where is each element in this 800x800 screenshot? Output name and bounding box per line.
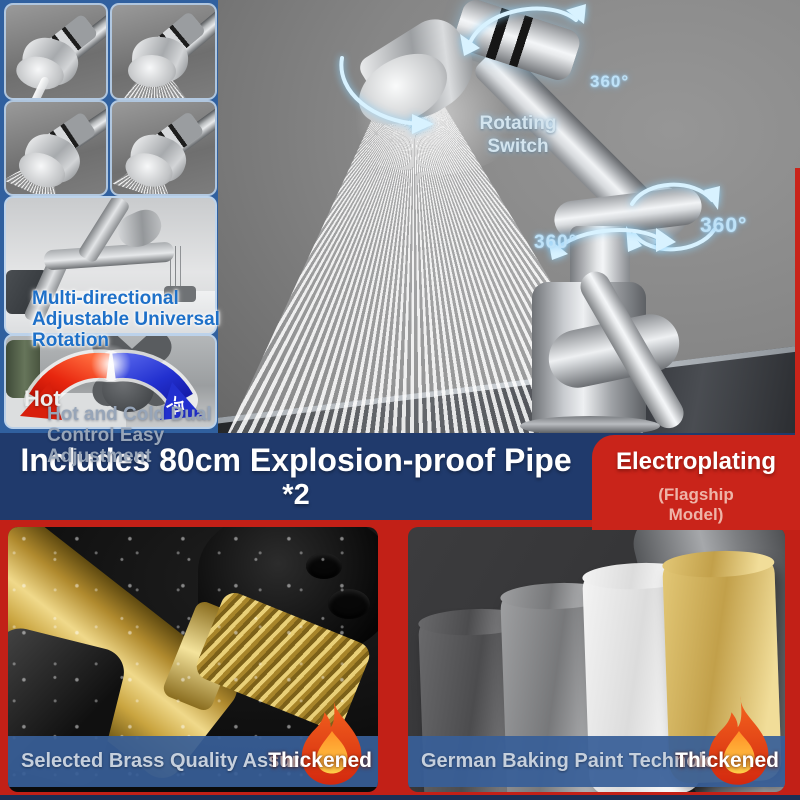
rotation-caption-line3: Rotation (32, 330, 110, 351)
banner-line2: *2 (282, 478, 310, 511)
rotation-arrow-icon (626, 182, 720, 252)
rotation-arrow-icon (548, 228, 676, 260)
mini-faucet-arm (43, 241, 175, 271)
brass-caption: Selected Brass Quality Assurance (21, 750, 345, 772)
flagship-model-box: Electroplating (Flagship Model) (592, 435, 800, 530)
deg-label-neck: 360° (534, 232, 578, 253)
baking-paint-panel: German Baking Paint Technology Thickened (408, 527, 785, 792)
hot-cold-caption-line2: Control Easy (47, 425, 165, 446)
sidebar-thumbnails: 冷 Multi-directional Adjustable Universal… (0, 0, 220, 433)
bottom-feature-section: Selected Brass Quality Assurance Thicken… (0, 520, 800, 795)
hot-cold-caption-line3: Adjustment (47, 446, 152, 467)
hot-cold-arc: 冷 (20, 344, 202, 420)
rotation-arrow-icon (460, 4, 586, 56)
rotation-caption: Multi-directional Adjustable Universal R… (32, 288, 222, 351)
brass-quality-panel: Selected Brass Quality Assurance Thicken… (8, 527, 378, 792)
flagship-subtitle: (Flagship Model) (592, 485, 800, 525)
flagship-title: Electroplating (615, 448, 777, 475)
bottom-navy-strip (0, 795, 800, 800)
thumbnail-angle-1 (4, 3, 108, 100)
red-edge-accent (795, 168, 800, 438)
thumbnail-angle-3 (4, 100, 108, 196)
hot-cold-caption: Hot and Cold Dual Control Easy Adjustmen… (47, 404, 267, 467)
flagship-subtitle-line1: (Flagship (658, 485, 734, 504)
main-faucet-photo: 360° 360° 360° Rotating Switch (218, 0, 800, 433)
cold-arrowhead (160, 382, 202, 420)
banner-text-block: Includes 80cm Explosion-proof Pipe *2 (0, 433, 592, 520)
flame-icon (708, 696, 769, 785)
thickened-badge: Thickened (268, 749, 372, 772)
deg-label-elbow: 360° (700, 214, 748, 237)
fluid-hole (328, 589, 370, 619)
thumbnail-angle-2 (110, 3, 217, 100)
hot-arrowhead (20, 382, 62, 420)
flame-icon (301, 696, 362, 785)
thumbnail-hot-cold: 冷 (4, 334, 217, 429)
thumbnail-installed-faucet (4, 196, 217, 335)
hot-label: Hot (24, 386, 61, 411)
rotation-arrow-icon (339, 56, 434, 134)
hot-cold-caption-line1: Hot and Cold Dual (47, 404, 212, 425)
rotating-switch-line2: Switch (487, 136, 549, 157)
rotation-caption-line1: Multi-directional (32, 288, 179, 309)
rotation-caption-line2: Adjustable Universal (32, 309, 220, 330)
rotating-switch-label: Rotating Switch (456, 112, 580, 158)
rotating-switch-line1: Rotating (479, 113, 557, 134)
mini-incense-holder (164, 286, 196, 302)
faucet-base (520, 416, 660, 433)
fluid-hole (306, 553, 342, 579)
heat-glow (91, 344, 131, 384)
deg-label-arm: 360° (590, 72, 630, 91)
paint-caption: German Baking Paint Technology (421, 750, 740, 772)
thumbnail-angle-4 (110, 100, 217, 196)
banner-line1: Includes 80cm Explosion-proof Pipe (20, 441, 572, 478)
thickened-badge: Thickened (675, 749, 779, 772)
flagship-subtitle-line2: Model) (668, 505, 724, 524)
